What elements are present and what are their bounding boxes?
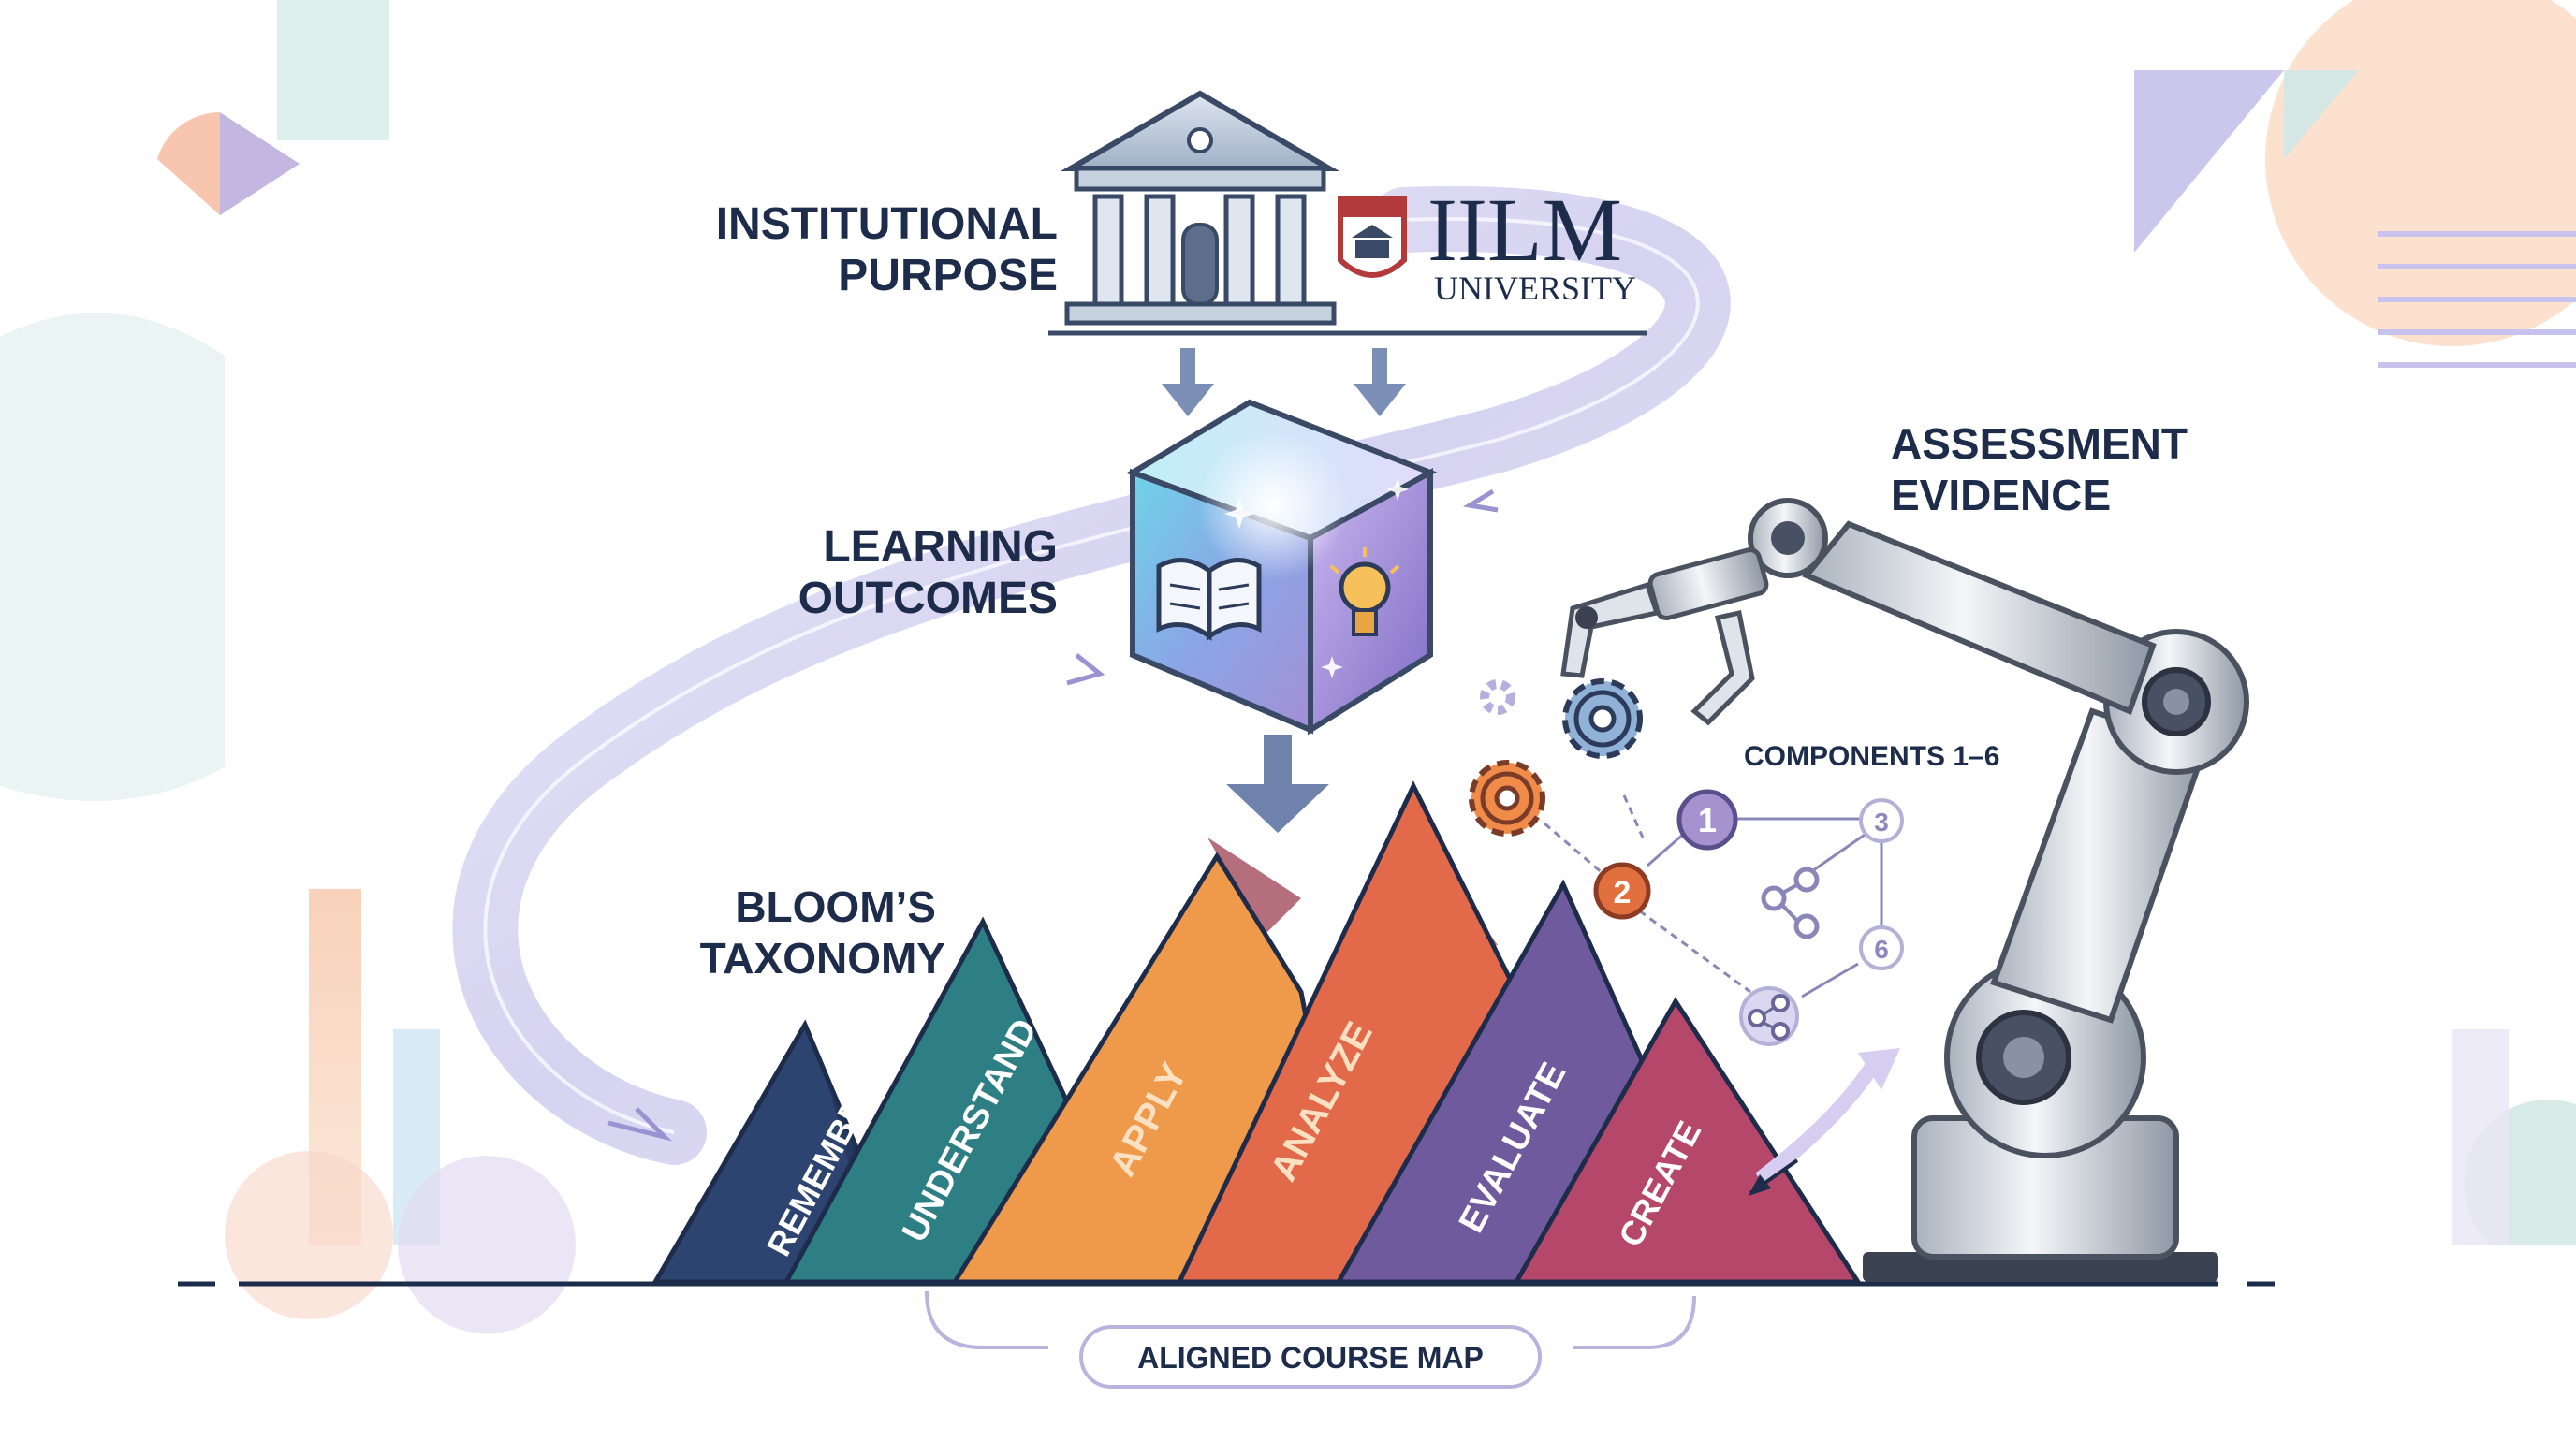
ribbon-arrow-top <box>1462 488 1499 513</box>
gear-icon <box>1562 678 1643 759</box>
iilm-crest-icon <box>1338 196 1407 278</box>
assessment-evidence-label-1: ASSESSMENT <box>1891 419 2188 468</box>
ribbon-arrow-bottom <box>607 1107 673 1142</box>
node-1-label: 1 <box>1698 801 1717 839</box>
learning-outcomes-label-1: LEARNING <box>823 522 1058 572</box>
component-node-2: 2 <box>1593 862 1651 920</box>
logo-subtext: UNIVERSITY <box>1434 269 1636 307</box>
learning-outcomes-label-2: OUTCOMES <box>798 574 1058 623</box>
robot-finger-left <box>1560 581 1661 678</box>
blooms-taxonomy-label-1: BLOOM’S <box>735 882 936 931</box>
deco-lavender-bar-right <box>2452 1029 2509 1245</box>
robot-gripper-head <box>1647 547 1769 620</box>
lightbulb-icon <box>1329 547 1400 636</box>
gear-icon <box>1480 679 1515 715</box>
robot-finger-right <box>1690 610 1755 726</box>
robot-upper-arm <box>1802 520 2157 715</box>
institutional-purpose-label-2: PURPOSE <box>838 251 1058 300</box>
taxonomy-pyramids <box>651 780 1863 1285</box>
robotic-arm-icon <box>1560 498 2249 1282</box>
deco-lavender-circle <box>398 1156 576 1333</box>
cube-sparkles <box>1224 478 1409 678</box>
deco-teal-tri-right <box>2284 70 2359 159</box>
course-map-label: ALIGNED COURSE MAP <box>1137 1341 1484 1375</box>
share-network-icon <box>1739 986 1799 1046</box>
deco-peach-circle <box>225 1151 393 1319</box>
down-arrows-to-cube <box>1162 348 1406 416</box>
ribbon-arrow-mid <box>1066 653 1105 686</box>
deco-teal-rect <box>277 0 389 140</box>
down-arrow-to-taxonomy <box>1226 735 1329 833</box>
component-node-3: 3 <box>1859 798 1904 843</box>
blooms-taxonomy-label-2: TAXONOMY <box>700 934 945 983</box>
alignment-ribbon <box>452 186 1731 1165</box>
course-map-pill <box>1079 1325 1542 1389</box>
node-2-label: 2 <box>1614 875 1632 910</box>
deco-stripes <box>2378 231 2576 368</box>
component-node-1: 1 <box>1676 789 1738 851</box>
deco-lavender-tri-right <box>2134 70 2284 253</box>
components-label: COMPONENTS 1–6 <box>1744 741 1999 772</box>
deco-mint-blob <box>0 313 225 801</box>
assessment-evidence-label-2: EVIDENCE <box>1891 471 2111 519</box>
gear-icon <box>1469 760 1545 837</box>
logo-wordmark: IILM <box>1427 180 1622 280</box>
course-map-bracket <box>925 1290 1696 1349</box>
node-3-label: 3 <box>1874 808 1889 837</box>
institution-building-icon <box>1048 90 1647 336</box>
deco-peach-sun <box>2265 0 2576 346</box>
share-network-icon <box>1761 867 1820 939</box>
institutional-purpose-label-1: INSTITUTIONAL <box>716 199 1058 249</box>
node-6-label: 6 <box>1874 935 1889 964</box>
component-node-6: 6 <box>1859 925 1904 970</box>
background-decorations <box>0 0 2576 1333</box>
deco-peach-semicircle <box>157 112 220 215</box>
deco-lavender-triangle <box>220 112 300 215</box>
learning-outcomes-cube <box>1126 399 1438 736</box>
book-icon <box>1156 558 1262 641</box>
feedback-arrow <box>1749 1048 1900 1196</box>
